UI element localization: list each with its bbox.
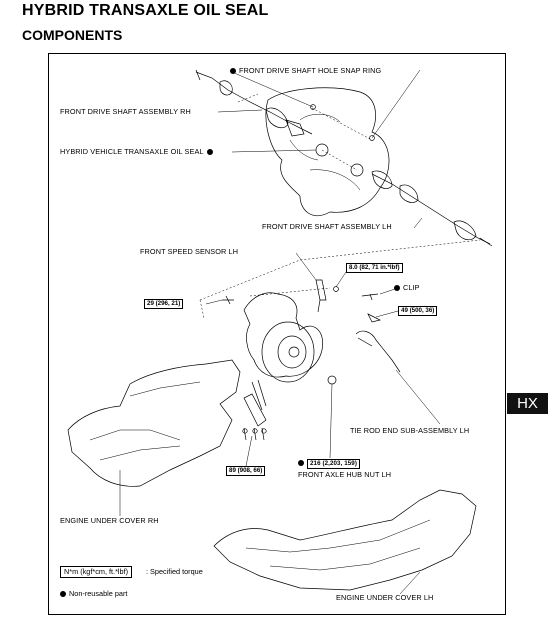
snap-ring-lh [369, 135, 375, 141]
under-cover-lh [213, 489, 477, 591]
label-hub-nut-torque: 216 (2,203, 159) [298, 458, 361, 469]
snap-ring-rh [310, 104, 316, 110]
non-reusable-dot-icon [230, 68, 236, 75]
hub-nut [327, 375, 337, 385]
steering-knuckle [243, 292, 324, 378]
transaxle-housing [265, 87, 390, 217]
legend-torque-desc: : Specified torque [146, 567, 203, 576]
label-oil-seal: HYBRID VEHICLE TRANSAXLE OIL SEAL [60, 147, 216, 156]
label-speed-sensor: FRONT SPEED SENSOR LH [140, 247, 239, 256]
torque-hub-nut: 216 (2,203, 159) [307, 459, 361, 469]
torque-sensor-bolt: 8.0 (82, 71 in.*lbf) [346, 263, 403, 273]
label-hub-nut: FRONT AXLE HUB NUT LH [298, 470, 392, 479]
drive-shaft-rh [195, 71, 313, 135]
label-snap-ring: FRONT DRIVE SHAFT HOLE SNAP RING [230, 66, 381, 75]
tie-rod-end [355, 330, 401, 373]
torque-strut-bolt: 89 (908, 66) [226, 466, 266, 476]
drive-shaft-lh [371, 173, 491, 245]
speed-sensor [315, 279, 327, 313]
axle-hub [261, 321, 315, 383]
diagram-frame [48, 53, 506, 615]
non-reusable-dot-icon [60, 591, 66, 598]
label-drive-shaft-lh: FRONT DRIVE SHAFT ASSEMBLY LH [262, 222, 392, 231]
label-clip: CLIP [394, 283, 420, 292]
non-reusable-dot-icon [394, 285, 400, 292]
oil-seal-ring-lh [350, 163, 364, 177]
under-cover-rh [67, 359, 241, 487]
page-title: HYBRID TRANSAXLE OIL SEAL [22, 2, 269, 19]
clip-icon [361, 293, 379, 301]
non-reusable-dot-icon [298, 460, 304, 467]
legend-non-reusable: Non-reusable part [60, 589, 127, 599]
section-title: COMPONENTS [22, 27, 123, 43]
legend-torque-box: N*m (kgf*cm, ft.*lbf) [60, 566, 133, 578]
label-under-cover-lh: ENGINE UNDER COVER LH [336, 593, 434, 602]
torque-caliper-bolt: 29 (296, 21) [144, 299, 184, 309]
torque-tie-rod-nut: 49 (500, 36) [398, 306, 438, 316]
label-tie-rod-end: TIE ROD END SUB-ASSEMBLY LH [350, 426, 470, 435]
non-reusable-dot-icon [206, 149, 213, 156]
label-under-cover-rh: ENGINE UNDER COVER RH [60, 516, 159, 525]
section-tab-hx[interactable]: HX [507, 393, 548, 414]
label-drive-shaft-rh: FRONT DRIVE SHAFT ASSEMBLY RH [60, 107, 191, 116]
